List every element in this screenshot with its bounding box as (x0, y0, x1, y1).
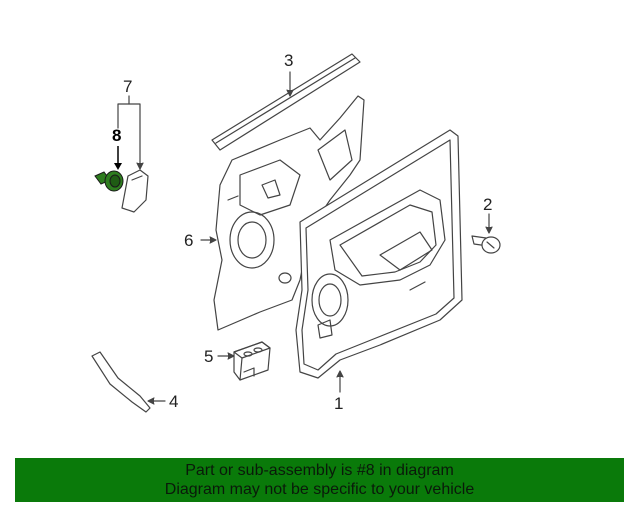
arrow-head-7 (136, 162, 144, 170)
callout-4: 4 (169, 392, 179, 411)
part-2-clip[interactable] (471, 235, 501, 254)
arrow-head-2 (485, 226, 493, 234)
arrow-head-1 (336, 370, 344, 378)
part-8-screw[interactable] (94, 170, 124, 192)
arrow-head-4 (147, 397, 155, 405)
callout-1: 1 (334, 394, 344, 413)
callout-8: 8 (112, 126, 122, 145)
info-banner: Part or sub-assembly is #8 in diagram Di… (15, 458, 624, 502)
part-1-door-trim-panel[interactable] (295, 129, 463, 379)
part-4-garnish[interactable] (91, 351, 151, 413)
callout-3: 3 (284, 51, 294, 70)
banner-line-1: Part or sub-assembly is #8 in diagram (185, 462, 454, 479)
part-3-weatherstrip[interactable] (211, 53, 361, 151)
part-6-water-shield[interactable] (213, 95, 365, 331)
arrow-head-8 (114, 163, 122, 170)
parts-diagram (91, 53, 501, 413)
banner-line-2: Diagram may not be specific to your vehi… (164, 481, 475, 498)
part-7-cover[interactable] (121, 169, 149, 213)
callout-6: 6 (184, 231, 194, 250)
callout-5: 5 (204, 347, 214, 366)
arrow-head-3 (286, 89, 294, 97)
arrow-head-6 (209, 236, 217, 244)
callout-2: 2 (483, 195, 493, 214)
callout-7: 7 (123, 77, 133, 96)
part-5-switch[interactable] (233, 341, 271, 381)
arrow-head-5 (227, 352, 235, 360)
